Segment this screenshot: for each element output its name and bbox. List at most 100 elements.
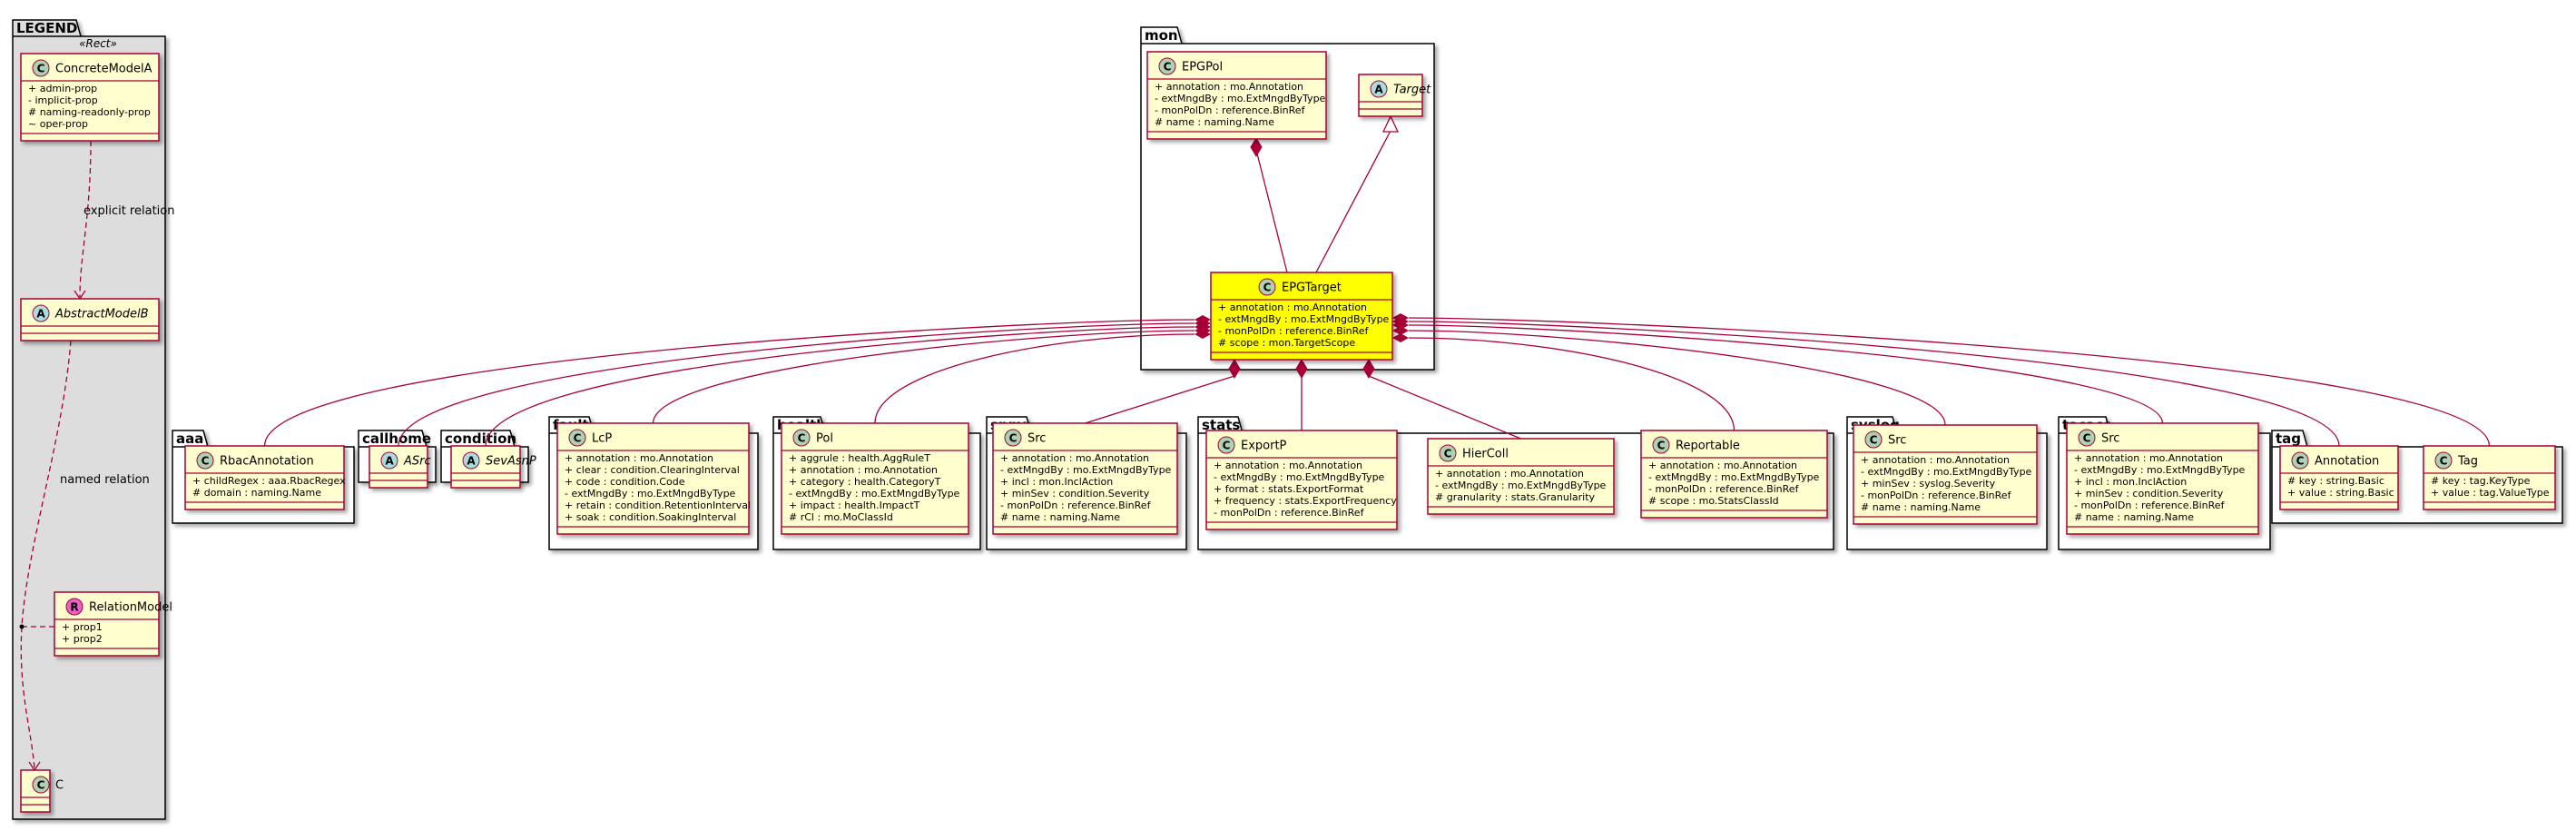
composition-diamond-icon [1228, 359, 1241, 379]
class-attribute: + annotation : mo.Annotation [789, 464, 938, 476]
class-marker-icon [792, 429, 811, 447]
class-attribute: + category : health.CategoryT [789, 476, 941, 488]
class-attribute: - extMngdBy : mo.ExtMngdByType [565, 488, 736, 500]
class-marker-letter: A [1374, 84, 1383, 96]
class-marker-icon [196, 451, 214, 470]
class-attribute: + annotation : mo.Annotation [1435, 468, 1584, 480]
legend-stereotype: «Rect» [79, 37, 117, 50]
class-marker-icon [2434, 451, 2453, 470]
class-name: ASrc [403, 455, 431, 469]
class-marker-icon [2291, 451, 2309, 470]
class-attribute: - monPolDn : reference.BinRef [1648, 483, 1800, 495]
class-name: SevAsnP [486, 455, 536, 469]
class-attribute: + annotation : mo.Annotation [1648, 460, 1797, 471]
class-name: Annotation [2315, 455, 2379, 469]
class-attribute: + prop2 [62, 633, 103, 645]
epgtarget-tacacs-src-edge [1408, 324, 2164, 424]
class-marker-letter: C [1009, 432, 1018, 445]
class-attribute: # domain : naming.Name [192, 487, 321, 499]
class-epgtarget[interactable]: C EPGTarget + annotation : mo.Annotation - … [1210, 272, 1393, 361]
class-marker-letter: C [574, 432, 582, 445]
epgtarget-stats-reportable-edge [1408, 337, 1735, 431]
class-attribute: + value : tag.ValueType [2431, 487, 2550, 499]
class-attribute: + annotation : mo.Annotation [1155, 81, 1303, 93]
class-marker-icon [1864, 430, 1883, 449]
epgtarget-syslog-src-edge [1408, 330, 1946, 426]
class-marker-letter: C [798, 432, 806, 445]
class-marker-icon [1439, 444, 1457, 462]
class-attribute: + soak : condition.SoakingInterval [565, 511, 736, 523]
explicit-relation-label: explicit relation [84, 204, 174, 218]
class-attribute: - monPolDn : reference.BinRef [1218, 325, 1370, 337]
class-attribute: + minSev : condition.Severity [1000, 488, 1150, 500]
abstract-marker-icon [1370, 80, 1388, 98]
class-marker-letter: A [36, 308, 45, 321]
class-attribute: + annotation : mo.Annotation [1000, 452, 1149, 464]
class-marker-icon [568, 429, 586, 447]
epgtarget-health-pol-edge [874, 333, 1195, 424]
class-name: RbacAnnotation [220, 455, 314, 469]
class-name: ExportP [1241, 440, 1287, 453]
class-attribute: + impact : health.ImpactT [789, 500, 920, 511]
class-attribute: + format : stats.ExportFormat [1214, 483, 1364, 495]
class-box [1205, 430, 1398, 530]
class-attribute: + annotation : mo.Annotation [1218, 302, 1367, 313]
class-attribute: + value : string.Basic [2287, 487, 2394, 499]
class-name: Reportable [1676, 440, 1740, 453]
class-name: EPGPol [1182, 61, 1223, 74]
class-attribute: # key : tag.KeyType [2431, 475, 2531, 487]
class-name: Pol [816, 432, 833, 446]
epgtarget-condition-sevasnp-edge [485, 326, 1195, 447]
class-marker-letter: C [1444, 448, 1452, 460]
junction-dot-icon [19, 624, 25, 629]
class-marker-letter: C [1870, 434, 1878, 447]
class-sevasnp[interactable]: A SevAsnP [450, 445, 536, 489]
class-marker-icon [2078, 429, 2096, 447]
class-attribute: # name : naming.Name [1000, 511, 1120, 523]
named-relation-label: named relation [60, 473, 150, 487]
epgpol-epgtarget-edge [1256, 153, 1288, 273]
class-attribute: + incl : mon.InclAction [2074, 476, 2187, 488]
class-attribute: - monPolDn : reference.BinRef [1155, 104, 1306, 116]
relation-marker-icon [65, 598, 84, 616]
class-attribute: # granularity : stats.Granularity [1435, 491, 1596, 503]
class-name: C [55, 779, 64, 793]
class-name: HierColl [1462, 448, 1509, 461]
class-attribute: # name : naming.Name [1861, 501, 1981, 513]
class-attribute: + annotation : mo.Annotation [1214, 460, 1362, 471]
package-name: LEGEND [16, 20, 77, 36]
class-marker-letter: A [467, 455, 476, 468]
class-attribute: # scope : mo.StatsClassId [1648, 495, 1779, 507]
class-attribute: ~ oper-prop [28, 118, 88, 130]
epgtarget-tag-annotation-edge [1408, 321, 2340, 447]
class-attribute: # key : string.Basic [2287, 475, 2384, 487]
class-attribute: - extMngdBy : mo.ExtMngdByType [1000, 464, 1172, 476]
class-attribute: + annotation : mo.Annotation [565, 452, 713, 464]
class-marker-letter: C [1263, 282, 1272, 294]
class-attribute: - monPolDn : reference.BinRef [2074, 500, 2226, 511]
class-attribute: + annotation : mo.Annotation [2074, 452, 2223, 464]
class-name: EPGTarget [1282, 282, 1342, 295]
epgtarget-tag-tag-edge [1408, 317, 2491, 447]
class-marker-icon [1158, 57, 1176, 75]
class-marker-icon [32, 59, 50, 77]
class-attribute: + clear : condition.ClearingInterval [565, 464, 740, 476]
